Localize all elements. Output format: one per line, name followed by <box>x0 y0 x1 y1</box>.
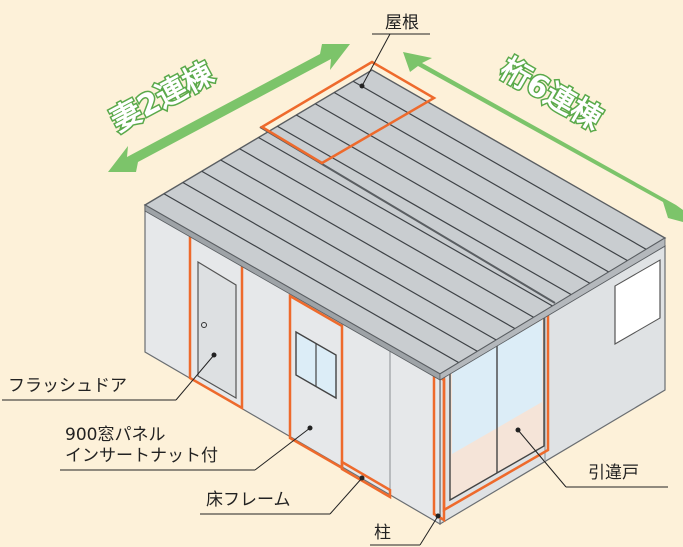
roof-panel-lines <box>163 80 647 364</box>
side-window <box>614 259 661 345</box>
roof-seam <box>296 114 591 284</box>
window-panel-label-2: インサートナット付 <box>65 446 218 466</box>
roof-seam <box>239 148 535 318</box>
eave-label-text: 桁6連棟 <box>494 52 608 138</box>
roof-seam <box>258 136 553 307</box>
roof-seam <box>333 91 628 262</box>
roof-seam <box>163 193 460 364</box>
floor-frame-label: 床フレーム <box>206 490 291 510</box>
column-callout: 柱 <box>370 513 441 546</box>
sliding-door-callout: 引違戸 <box>515 427 668 488</box>
roof-seam <box>201 170 497 341</box>
roof-edge-right <box>439 237 666 381</box>
flush-door-callout: フラッシュドア <box>2 352 217 401</box>
column-label: 柱 <box>374 523 391 543</box>
eave-arrow <box>403 52 683 222</box>
roof-label: 屋根 <box>385 13 419 33</box>
roof-seam <box>182 181 478 352</box>
roof-seam <box>277 125 572 296</box>
floor-frame-callout: 床フレーム <box>200 475 365 515</box>
flush-door-label: フラッシュドア <box>8 376 127 396</box>
roof-highlight <box>259 60 437 165</box>
roof-seam <box>314 103 610 273</box>
floor-frame-highlight <box>340 459 392 500</box>
gable-arrow <box>108 44 350 172</box>
window-panel-callout: 900窓パネル インサートナット付 <box>60 425 313 471</box>
window-panel-label-1: 900窓パネル <box>65 425 165 445</box>
door-knob <box>201 322 207 328</box>
flush-door <box>197 260 237 400</box>
roof-seam <box>220 159 516 330</box>
roof-seam <box>352 80 647 250</box>
roof-callout: 屋根 <box>359 13 430 89</box>
sliding-door-label: 引違戸 <box>588 463 639 483</box>
eave-label: 桁6連棟 <box>493 50 610 139</box>
